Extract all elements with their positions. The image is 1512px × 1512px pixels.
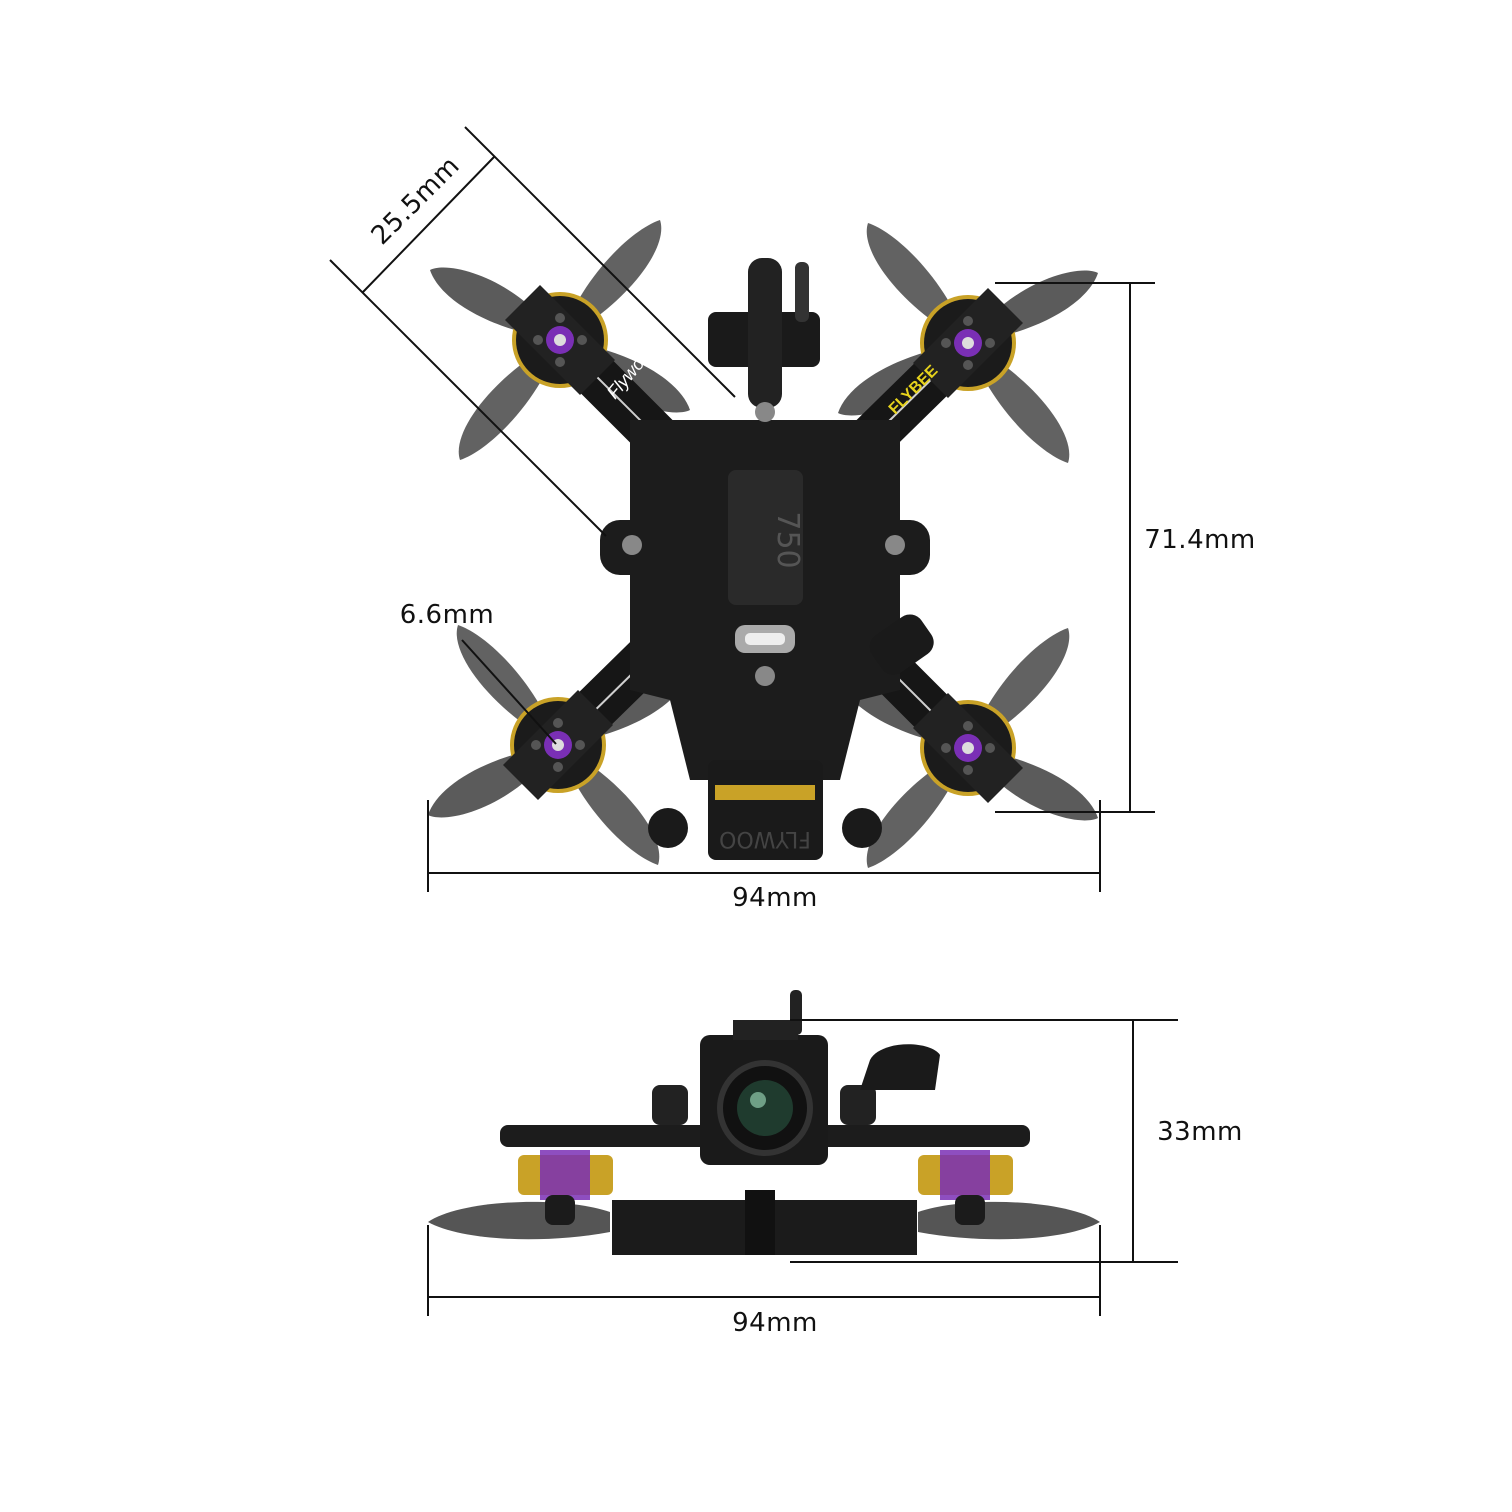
frame-screw [755,666,775,686]
camera-gold-band [715,785,815,800]
height-label-top: 71.4mm [1144,525,1256,555]
camera-text: FLYWOO [719,826,811,851]
motor-right-accent [940,1150,990,1200]
side-antenna [790,990,802,1035]
frame-screw [885,535,905,555]
frame-screw [622,535,642,555]
propeller-left-side [428,1201,610,1240]
antenna-stem [748,258,782,408]
frame-text: 750 [770,511,805,568]
usb-port-slot [745,633,785,645]
side-view-drone [428,990,1100,1255]
dimension-line [464,126,736,398]
propeller-right-side [918,1201,1100,1240]
side-center-post [745,1190,775,1255]
standoff-right [840,1085,876,1125]
top-view-drone: 750 FLYWOO Flywoo FLYBEE [428,220,1098,868]
side-antenna-cap [860,1044,940,1090]
camera-lens-highlight [750,1092,766,1108]
camera-lens-glass [737,1080,793,1136]
antenna-post [795,262,809,322]
dimension-height-side: 33mm [790,1019,1243,1263]
height-label-side: 33mm [1157,1117,1243,1147]
dimension-line [362,156,495,293]
antenna-cap [869,614,934,675]
motor-left-accent [540,1150,590,1200]
prop-hub-right [955,1195,985,1225]
side-camera-top [733,1020,798,1040]
frame-screw [755,402,775,422]
standoff-left [652,1085,688,1125]
dimension-height-top: 71.4mm [995,282,1256,813]
camera-bumper-left [648,808,688,848]
dimension-line [329,259,607,537]
dimension-motor: 6.6mm [400,600,557,745]
camera-bumper-right [842,808,882,848]
width-label-top: 94mm [732,883,818,913]
dimension-width-top: 94mm [427,800,1101,913]
leader-line [461,639,557,745]
width-label-side: 94mm [732,1308,818,1338]
prop-hub-left [545,1195,575,1225]
battery-block [728,470,803,605]
motor-label: 6.6mm [400,600,495,630]
dimension-width-side: 94mm [427,1225,1101,1338]
